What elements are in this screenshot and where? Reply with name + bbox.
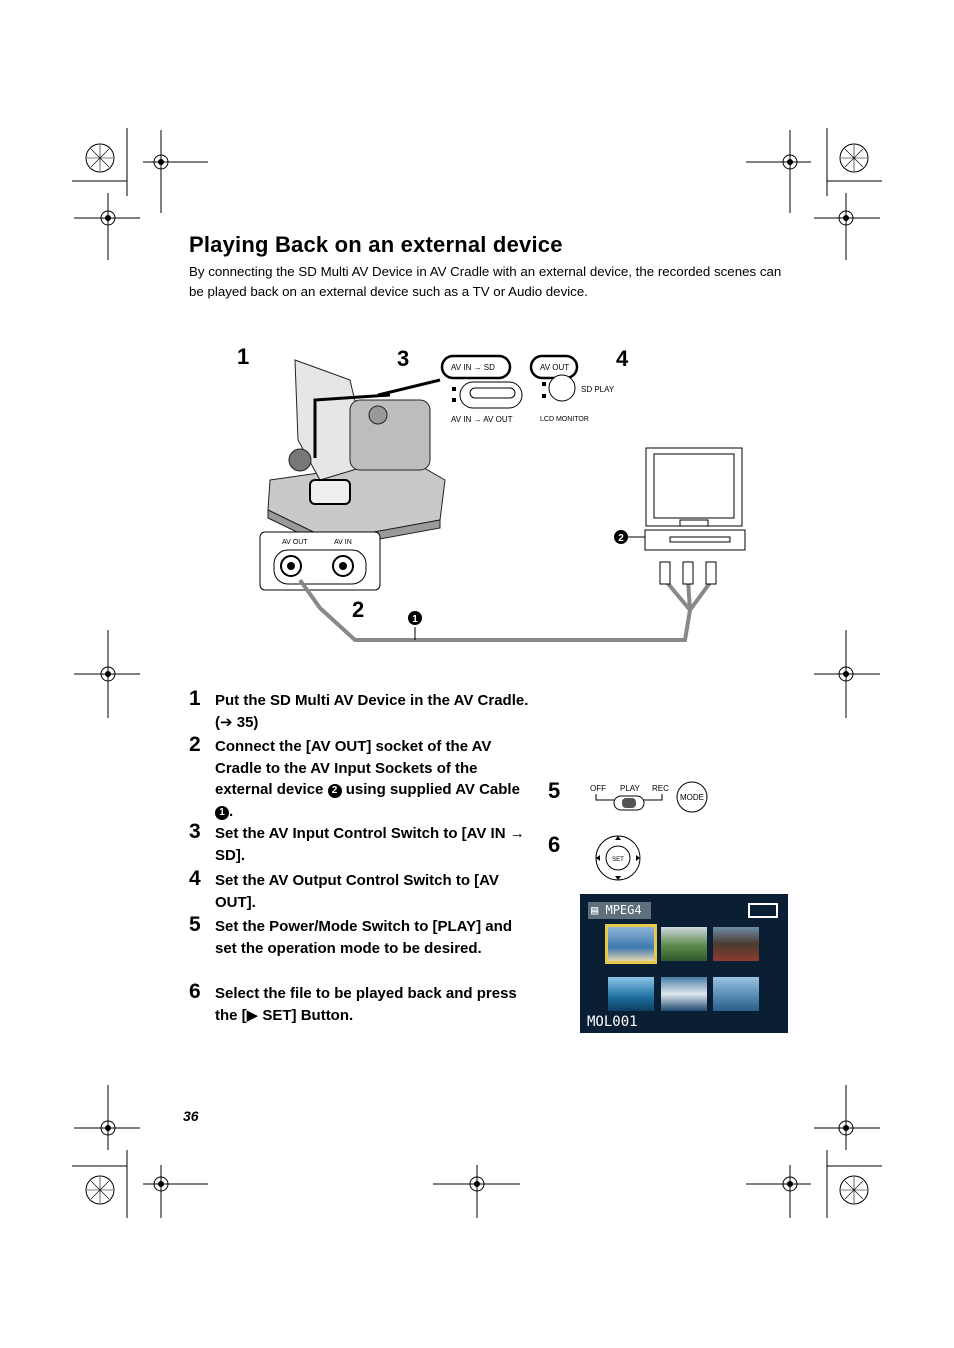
connection-diagram: AV IN → SD AV IN → AV OUT AV OUT SD PLAY… xyxy=(237,344,746,642)
page-number: 36 xyxy=(183,1108,199,1124)
label-av-out-switch: AV OUT xyxy=(540,363,569,372)
mode-rec-label: REC xyxy=(652,784,669,793)
step-5-text: Set the Power/Mode Switch to [PLAY] and … xyxy=(215,918,512,957)
step-4-number: 4 xyxy=(189,867,201,890)
step-2: 2 Connect the [AV OUT] socket of the AV … xyxy=(189,733,529,822)
step-3-text: Set the AV Input Control Switch to [AV I… xyxy=(215,825,525,864)
av-input-switch-callout xyxy=(440,354,523,409)
step-5-number: 5 xyxy=(189,913,201,936)
step-2-number: 2 xyxy=(189,733,201,756)
av-output-switch-callout xyxy=(529,354,579,402)
step-4-text: Set the AV Output Control Switch to [AV … xyxy=(215,872,499,911)
joystick-icon: SET xyxy=(595,835,641,881)
diagram-step-2: 2 xyxy=(352,597,364,622)
side-step-5: 5 xyxy=(548,778,561,803)
joystick-set-label: SET xyxy=(612,857,624,863)
socket-panel xyxy=(259,531,381,591)
cradle-illustration xyxy=(267,359,446,549)
battery-icon xyxy=(748,903,778,918)
page-title: Playing Back on an external device xyxy=(189,232,563,257)
step-3-number: 3 xyxy=(189,820,201,843)
step-2-text: Connect the [AV OUT] socket of the AV Cr… xyxy=(215,736,529,822)
step-5: 5 Set the Power/Mode Switch to [PLAY] an… xyxy=(189,913,529,959)
format-badge: ▤ MPEG4 xyxy=(588,902,651,919)
step-1-text: Put the SD Multi AV Device in the AV Cra… xyxy=(215,692,529,731)
thumbnail-1-selected[interactable] xyxy=(605,924,657,964)
mode-switch-illustration: OFF PLAY REC MODE xyxy=(590,781,708,813)
step-1: 1 Put the SD Multi AV Device in the AV C… xyxy=(189,687,529,733)
step-2-text-a: Connect the [AV OUT] socket of the AV Cr… xyxy=(215,738,492,798)
label-lcd-monitor: LCD MONITOR xyxy=(540,416,589,423)
callout-external-device-number: 2 xyxy=(618,533,624,544)
lcd-playback-screen: ▤ MPEG4 MOL001 xyxy=(580,894,788,1033)
diagram-step-3: 3 xyxy=(397,346,409,371)
step-6: 6 Select the file to be played back and … xyxy=(189,980,529,1026)
step-1-number: 1 xyxy=(189,687,201,710)
mode-button-label: MODE xyxy=(680,793,704,802)
filename-label: MOL001 xyxy=(587,1014,638,1030)
av-cable xyxy=(298,578,692,642)
format-label: MPEG4 xyxy=(605,903,642,917)
av-cable-marker: 1 xyxy=(215,805,229,820)
thumbnail-2[interactable] xyxy=(661,927,707,961)
intro-paragraph: By connecting the SD Multi AV Device in … xyxy=(189,264,782,299)
thumbnail-5[interactable] xyxy=(661,977,707,1011)
side-step-6: 6 xyxy=(548,832,561,857)
tv-illustration xyxy=(644,447,746,551)
step-4: 4 Set the AV Output Control Switch to [A… xyxy=(189,867,529,913)
mode-off-label: OFF xyxy=(590,784,606,793)
step-6-text: Select the file to be played back and pr… xyxy=(215,985,517,1024)
step-2-text-c: . xyxy=(229,802,234,820)
thumbnail-4[interactable] xyxy=(608,977,654,1011)
callout-cable-number: 1 xyxy=(412,614,418,625)
label-sd-play: SD PLAY xyxy=(581,385,615,394)
socket-label-av-in: AV IN xyxy=(334,539,352,546)
diagram-step-1: 1 xyxy=(237,344,249,369)
step-6-number: 6 xyxy=(189,980,201,1003)
thumbnail-6[interactable] xyxy=(713,977,759,1011)
external-device-marker: 2 xyxy=(327,784,342,798)
label-av-in-av-out: AV IN → AV OUT xyxy=(451,415,513,424)
film-icon: ▤ xyxy=(591,903,599,917)
thumbnail-3[interactable] xyxy=(713,927,759,961)
diagram-step-4: 4 xyxy=(616,346,629,371)
label-av-in-sd: AV IN → SD xyxy=(451,363,495,372)
step-3: 3 Set the AV Input Control Switch to [AV… xyxy=(189,820,529,866)
socket-label-av-out: AV OUT xyxy=(282,539,308,546)
mode-play-label: PLAY xyxy=(620,784,641,793)
step-2-text-b: using supplied AV Cable xyxy=(345,781,520,798)
